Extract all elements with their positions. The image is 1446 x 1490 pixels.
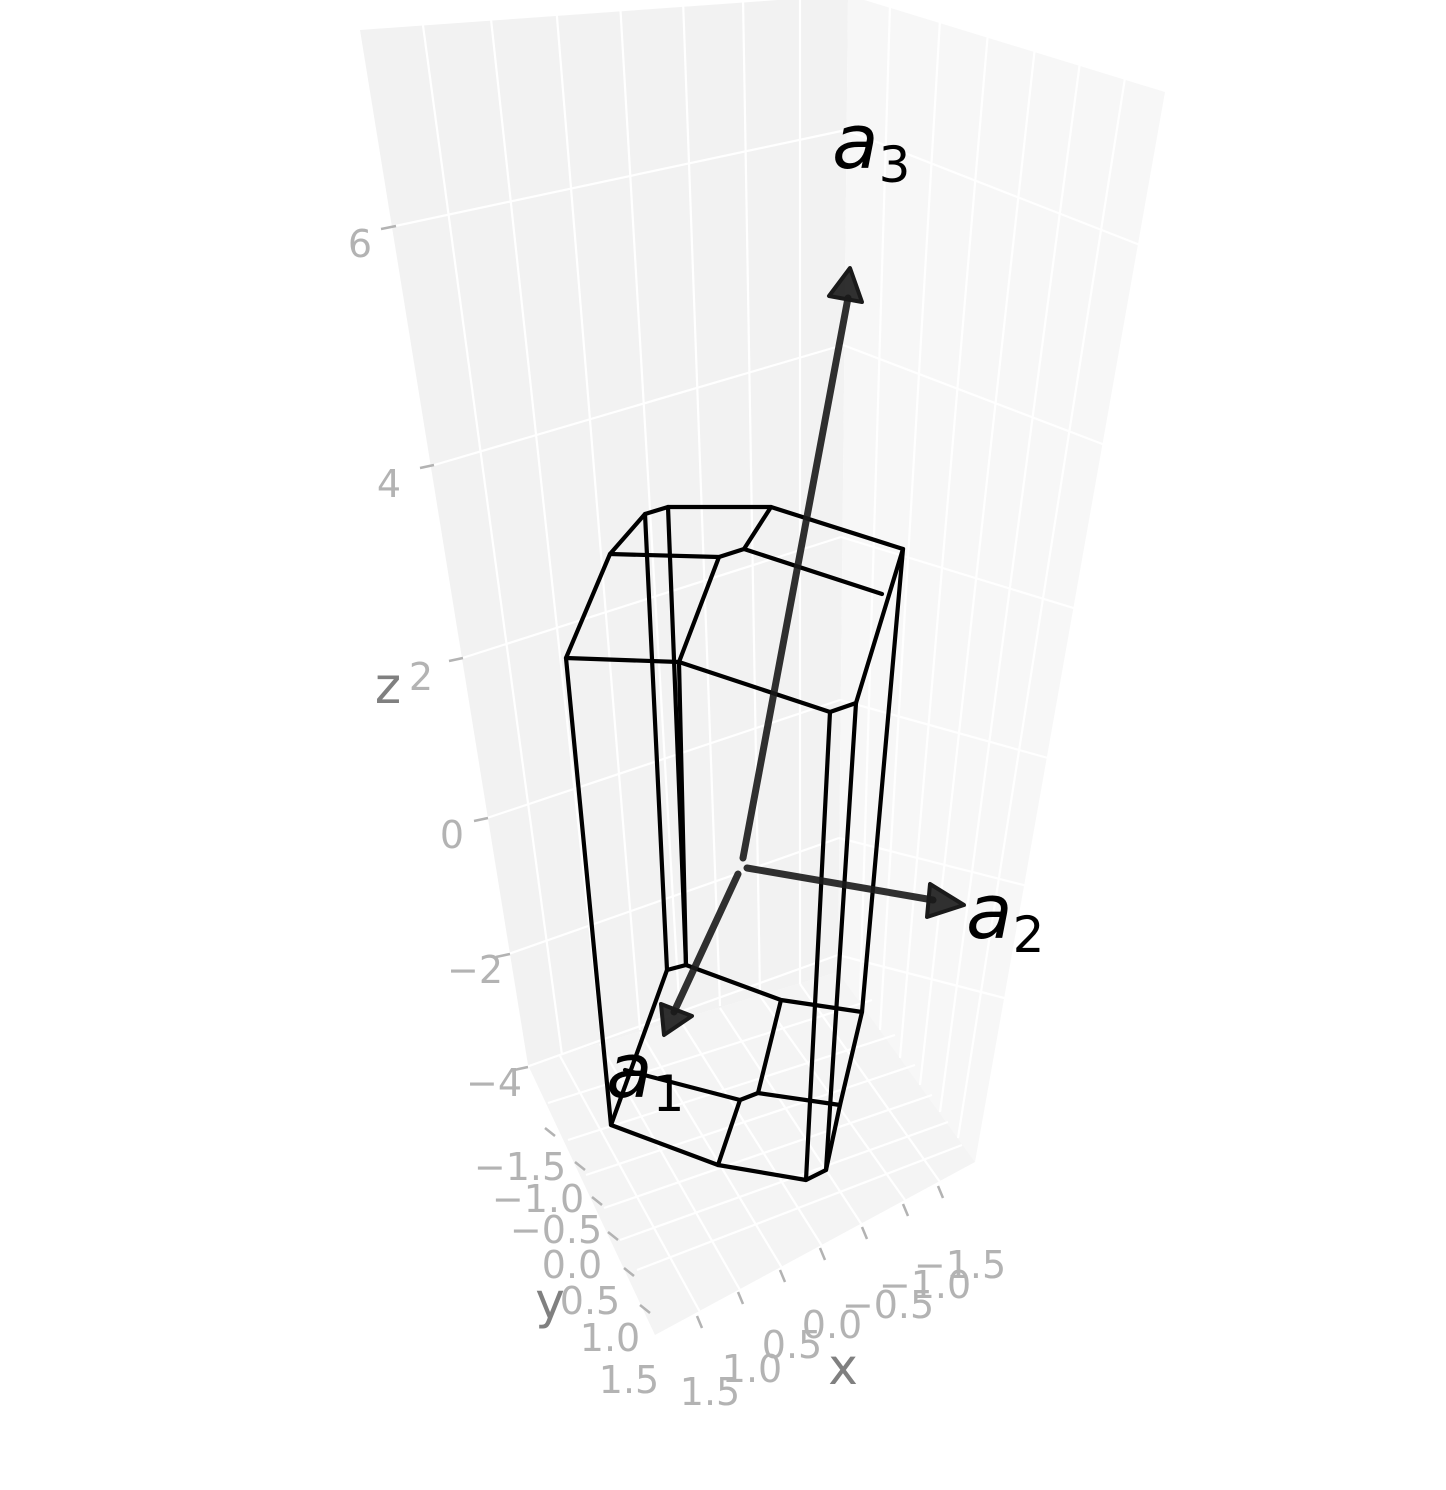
x-tick-label: 1.0: [722, 1347, 782, 1391]
a3-label: a3: [832, 97, 910, 194]
x-tick-label: 0.5: [762, 1323, 822, 1367]
x-tick-label: −0.5: [842, 1283, 934, 1327]
x-tick-label: 1.5: [680, 1370, 740, 1414]
a3-vector-line: [739, 294, 852, 862]
x-tick-labels: 1.5 1.0 0.5 0.0 −0.5 −1.0 −1.5: [680, 1243, 1006, 1414]
axis-panes: [360, 0, 1165, 1335]
a2-vector-line: [743, 864, 937, 904]
a1-label: a1: [606, 1026, 684, 1123]
z-tick-label: 4: [377, 462, 401, 506]
x-tick-label: 0.0: [802, 1303, 862, 1347]
z-tick-labels: 6 4 2 0 −2 −4: [348, 222, 522, 1105]
z-tick-label: −2: [447, 948, 503, 992]
z-tick-label: 6: [348, 222, 372, 266]
a1-vector-line: [670, 870, 742, 1016]
cell-wireframe: [563, 504, 906, 1183]
z-tick-label: −4: [466, 1061, 522, 1105]
y-tick-label: 0.5: [560, 1279, 620, 1323]
a1-arrowhead: [659, 1002, 694, 1037]
back-pane: [360, 0, 848, 1065]
z-tick-label: 2: [409, 655, 433, 699]
a3-arrowhead: [827, 266, 864, 304]
side-pane: [838, 0, 1165, 1162]
lattice-vectors: [659, 266, 966, 1037]
y-tick-labels: −1.5 −1.0 −0.5 0.0 0.5 1.0 1.5: [474, 1145, 659, 1402]
x-tick-label: −1.0: [879, 1263, 971, 1307]
vector-labels: a3 a2 a1: [606, 97, 1044, 1123]
tick-marks: [380, 224, 945, 1329]
y-tick-label: 1.0: [580, 1316, 640, 1360]
y-tick-label: 0.0: [542, 1243, 602, 1287]
y-tick-label: −0.5: [510, 1208, 602, 1252]
a2-label: a2: [966, 867, 1044, 964]
y-tick-label: 1.5: [599, 1358, 659, 1402]
z-tick-label: 0: [440, 813, 464, 857]
floor-pane: [528, 972, 975, 1335]
x-tick-label: −1.5: [914, 1243, 1006, 1287]
y-tick-label: −1.5: [474, 1145, 566, 1189]
z-axis-label: z: [375, 657, 401, 715]
x-axis-label: x: [828, 1338, 858, 1396]
a2-arrowhead: [925, 882, 966, 919]
y-tick-label: −1.0: [492, 1177, 584, 1221]
y-axis-label: y: [535, 1272, 565, 1330]
